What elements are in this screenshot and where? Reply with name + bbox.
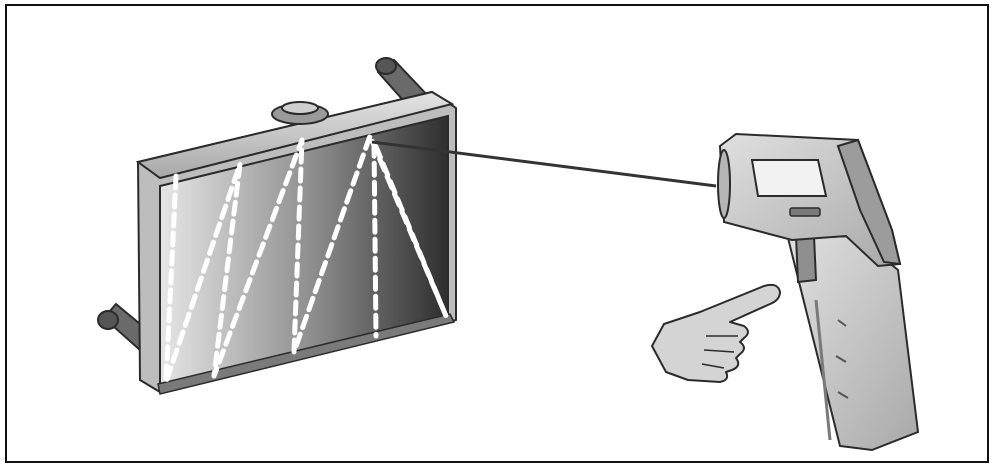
- hand-shape: [652, 285, 780, 382]
- radiator-pipe-top-end: [376, 58, 396, 74]
- thermometer-sensor: [718, 150, 730, 218]
- pointing-hand-icon: [652, 285, 780, 382]
- thermometer-trigger: [796, 236, 816, 282]
- thermometer-button: [790, 208, 820, 216]
- radiator-pipe-bottom-end: [98, 311, 118, 329]
- radiator-cap-top: [282, 102, 318, 114]
- thermometer-display: [752, 160, 826, 196]
- radiator-icon: [98, 58, 456, 394]
